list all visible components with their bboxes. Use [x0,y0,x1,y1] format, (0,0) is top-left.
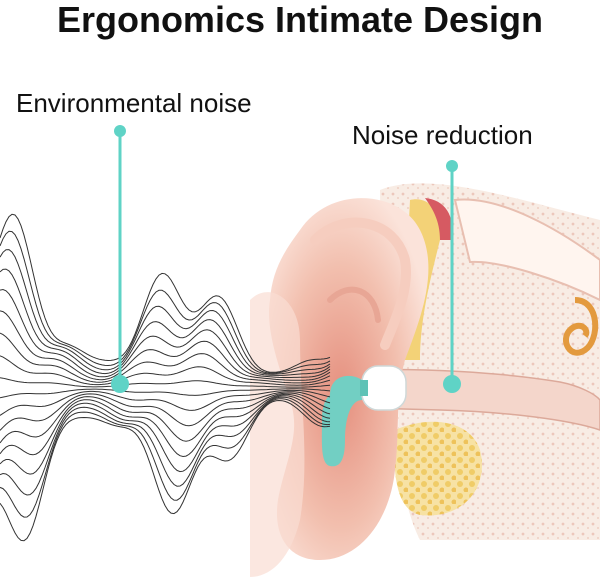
antihelix [327,286,381,323]
sound-wave-line [0,393,331,458]
sound-wave-line [0,389,331,416]
face-skin [250,292,305,577]
tissue-lower [394,421,482,516]
noise-reduction-label: Noise reduction [352,120,533,150]
skull-outline [453,198,600,302]
environmental-noise-label: Environmental noise [16,88,252,118]
cochlea [563,297,599,356]
sound-wave-line [0,230,331,374]
sound-wave-line [0,388,331,399]
sound-wave-line [0,391,331,431]
env-callout-dot-bottom [111,375,129,393]
page-title: Ergonomics Intimate Design [56,0,544,40]
sound-wave-line [0,396,331,496]
sound-wave-line [0,399,331,542]
sound-wave-line [0,395,331,475]
sound-wave-illustration [0,213,331,542]
sound-wave-line [0,310,331,381]
helix-fold [310,217,411,350]
sound-wave-line [0,249,331,375]
sound-wave-line [0,355,331,386]
nr-callout-dot-bottom [443,375,461,393]
sound-wave-line [0,392,331,444]
env-callout-dot-top [114,125,126,137]
ear-canal [359,368,600,431]
sound-wave-line [0,332,331,384]
nr-callout-dot-top [446,160,458,172]
sound-wave-line [0,398,331,518]
tissue-red [425,198,453,240]
sound-wave-line [0,377,331,388]
sound-wave-line [0,213,331,373]
sound-wave-line [0,268,331,376]
earplug-illustration [321,365,407,467]
sound-wave-line [0,288,331,378]
